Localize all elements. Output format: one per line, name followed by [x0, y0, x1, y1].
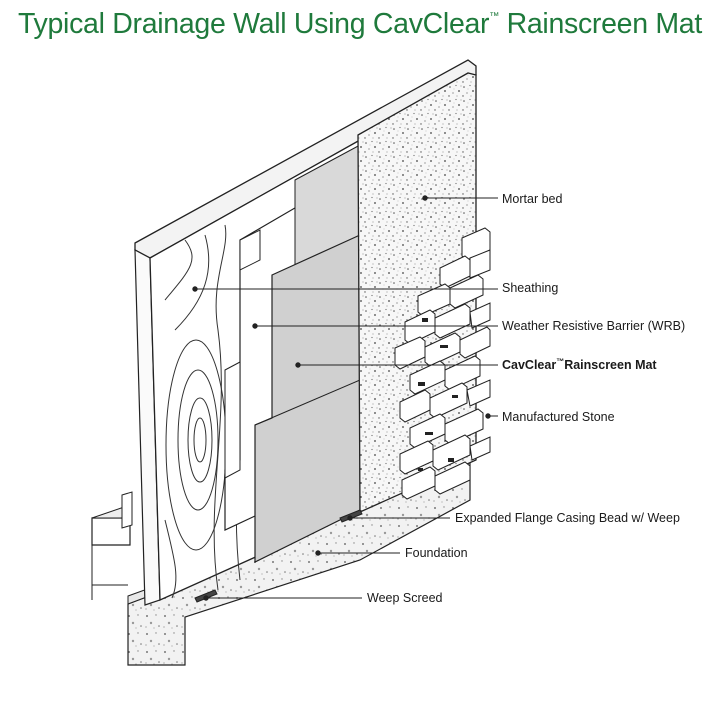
- label-foundation: Foundation: [405, 546, 468, 560]
- manufactured-stone: [394, 227, 491, 500]
- label-casing-bead: Expanded Flange Casing Bead w/ Weep: [455, 511, 680, 525]
- label-sheathing: Sheathing: [502, 281, 558, 295]
- floor-ledge: [91, 491, 133, 600]
- diagram-title: Typical Drainage Wall Using CavClear™ Ra…: [0, 8, 720, 41]
- label-mortar-bed: Mortar bed: [502, 192, 562, 206]
- label-weep-screed: Weep Screed: [367, 591, 443, 605]
- leader-lines: [192, 195, 498, 601]
- title-text: Typical Drainage Wall Using CavClear™ Ra…: [18, 8, 702, 40]
- label-wrb: Weather Resistive Barrier (WRB): [502, 319, 685, 333]
- label-cavclear: CavClear™Rainscreen Mat: [502, 357, 657, 372]
- label-manufactured-stone: Manufactured Stone: [502, 410, 615, 424]
